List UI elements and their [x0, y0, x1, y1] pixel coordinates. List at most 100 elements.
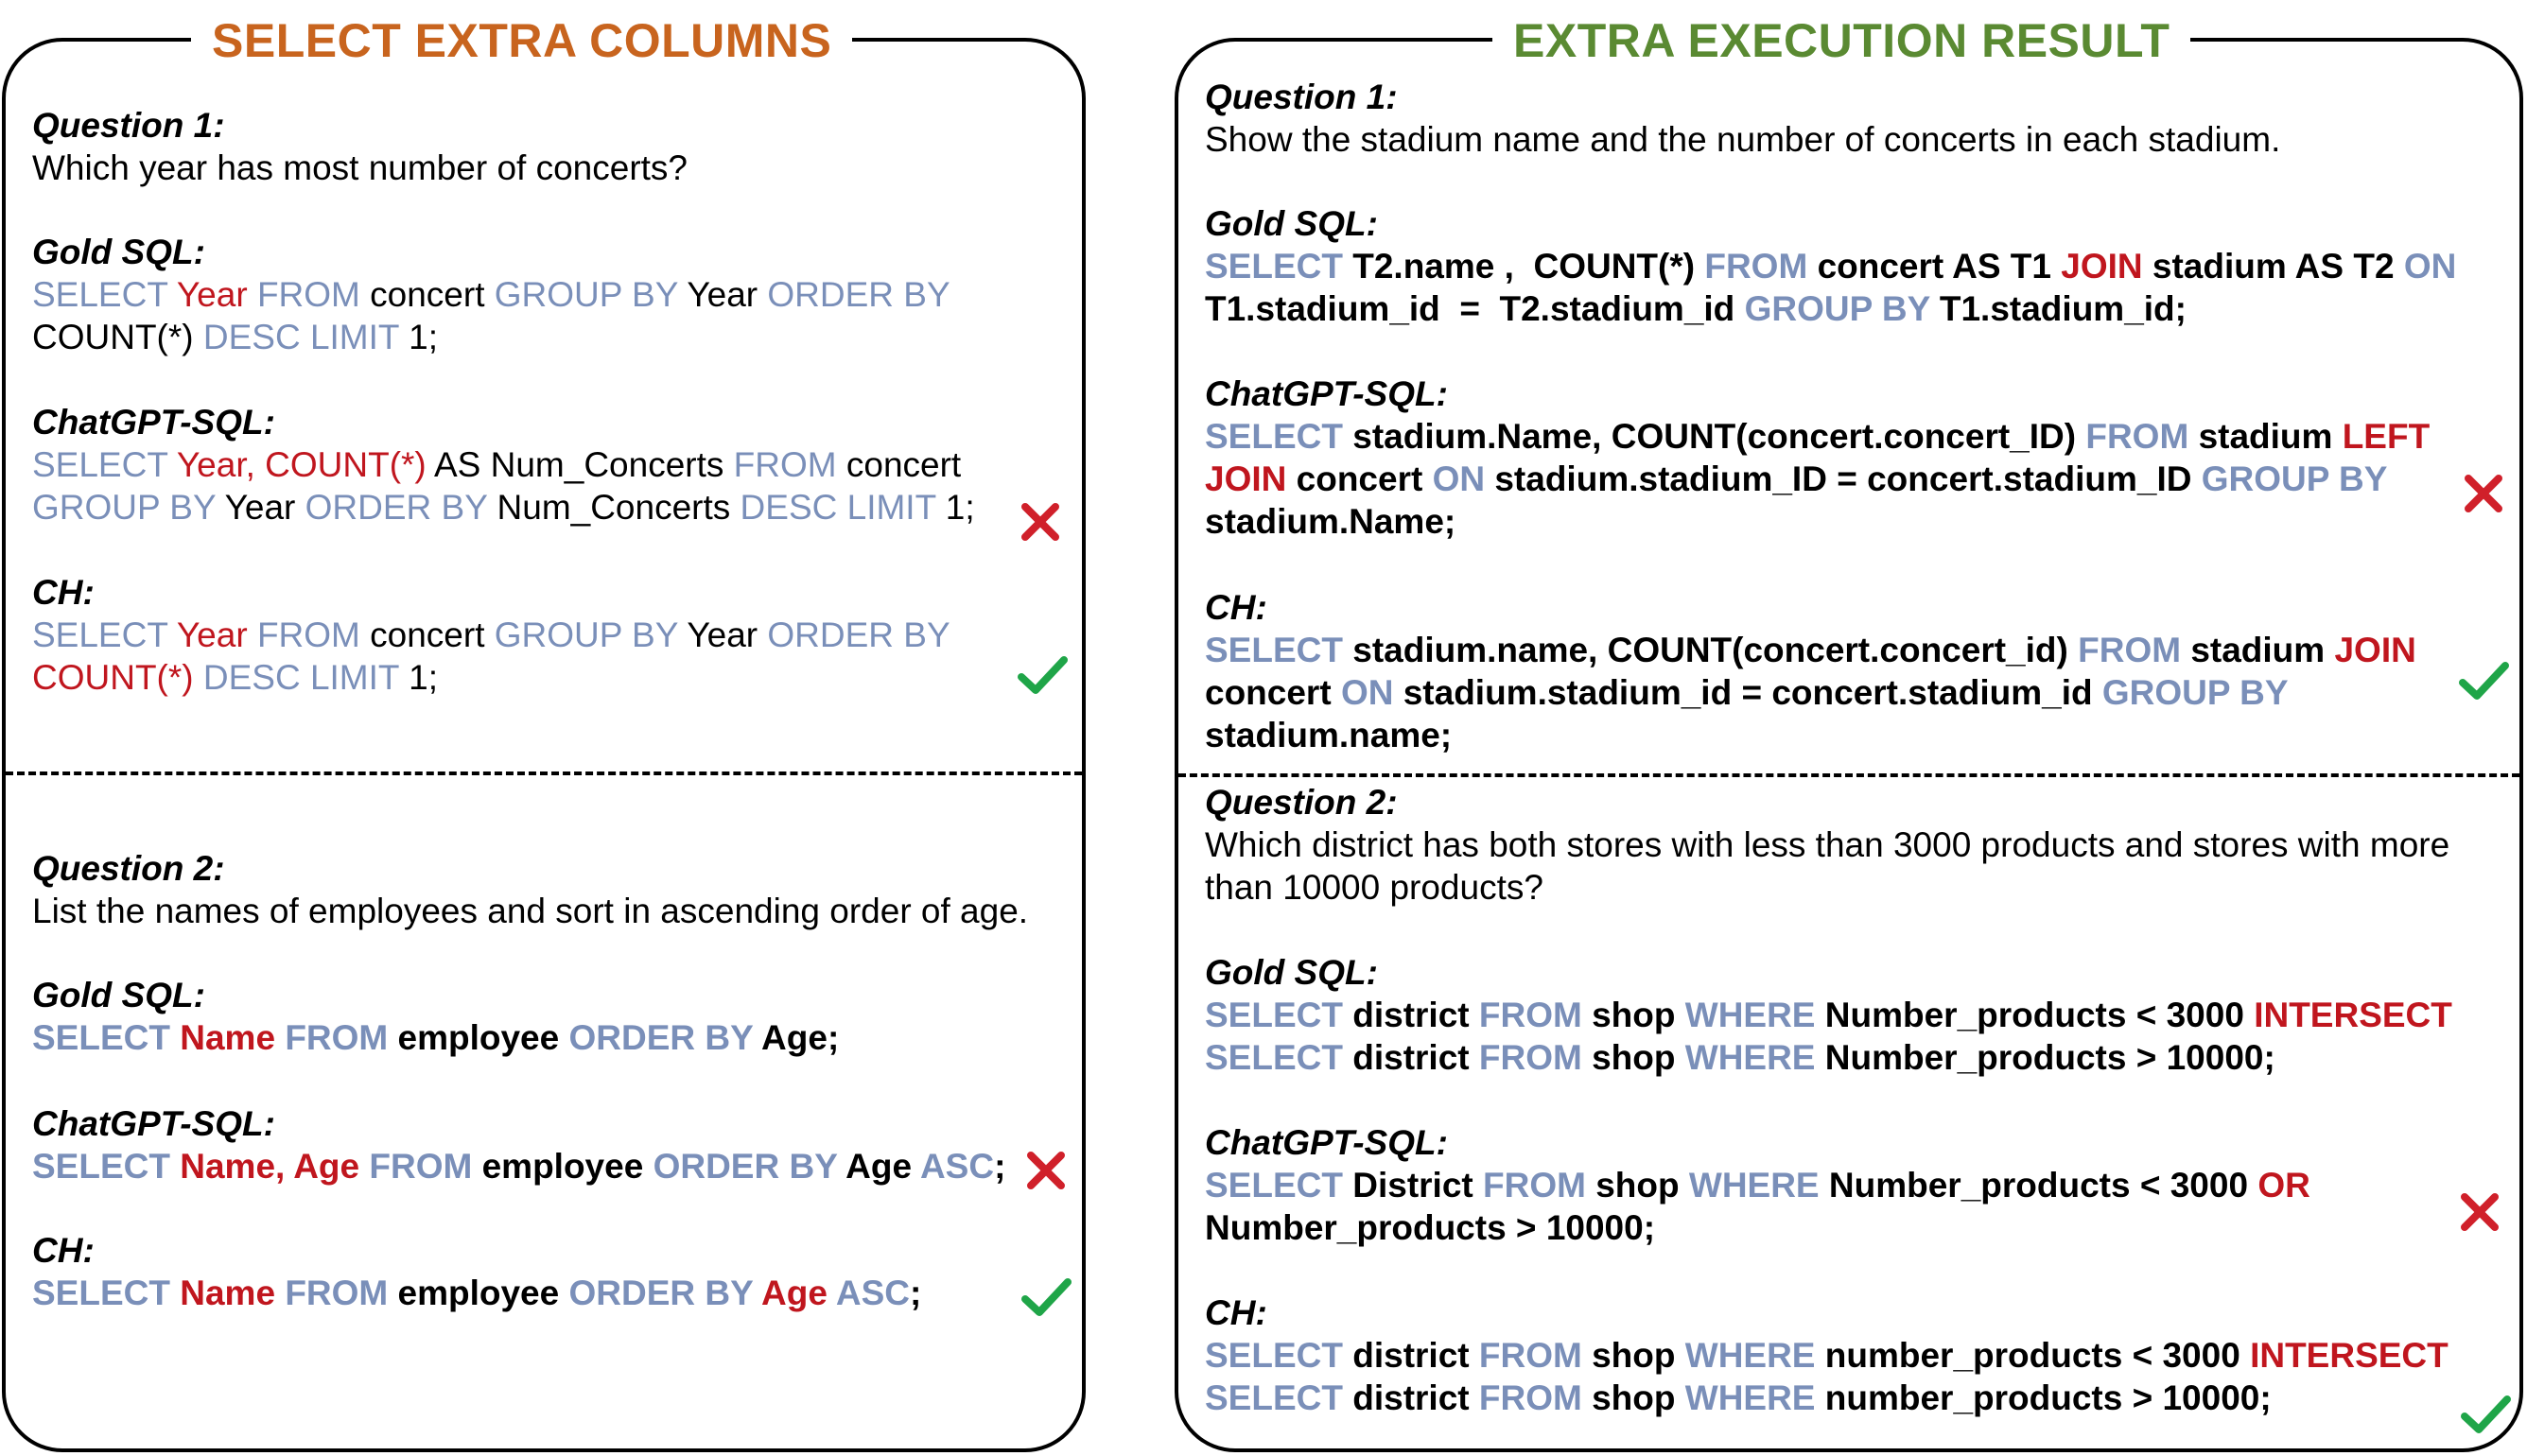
ch-sql-code: SELECT stadium.name, COUNT(concert.conce… [1205, 629, 2510, 756]
sql-text: ; [909, 1274, 922, 1312]
sql-line: JOIN concert ON stadium.stadium_ID = con… [1205, 458, 2510, 500]
sql-line: GROUP BY Year ORDER BY Num_Concerts DESC… [32, 486, 1072, 529]
chatgpt-sql-code: SELECT District FROM shop WHERE Number_p… [1205, 1164, 2510, 1249]
sql-keyword: SELECT [1205, 996, 1353, 1034]
chatgpt-sql-code: SELECT Year, COUNT(*) AS Num_Concerts FR… [32, 443, 1072, 529]
sql-text: 1; [409, 318, 438, 356]
ch-sql-block: CH: SELECT district FROM shop WHERE numb… [1205, 1291, 2510, 1419]
sql-line: SELECT district FROM shop WHERE Number_p… [1205, 1036, 2510, 1079]
sql-keyword: FROM [733, 445, 846, 484]
sql-keyword: SELECT [32, 1274, 181, 1312]
ch-sql-block: CH: SELECT Year FROM concert GROUP BY Ye… [32, 571, 1072, 699]
sql-text: District [1352, 1166, 1484, 1205]
sql-text: number_products > 10000; [1824, 1378, 2272, 1417]
sql-highlight: JOIN [1205, 459, 1297, 498]
sql-highlight: JOIN [2061, 247, 2152, 286]
panel-title: SELECT EXTRA COLUMNS [191, 13, 853, 68]
sql-keyword: SELECT [32, 445, 177, 484]
sql-keyword: GROUP BY [494, 615, 688, 654]
sql-line: SELECT district FROM shop WHERE number_p… [1205, 1334, 2510, 1377]
question-text: List the names of employees and sort in … [32, 890, 1072, 932]
sql-keyword: DESC LIMIT [202, 318, 410, 356]
sql-line: Number_products > 10000; [1205, 1206, 2510, 1249]
question-text: Which district has both stores with less… [1205, 823, 2510, 909]
ch-sql-code: SELECT Name FROM employee ORDER BY Age A… [32, 1272, 1072, 1314]
sql-keyword: SELECT [32, 1018, 181, 1057]
sql-highlight: OR [2257, 1166, 2310, 1205]
chatgpt-sql-label: ChatGPT-SQL: [1205, 1123, 1448, 1162]
sql-keyword: FROM [256, 615, 371, 654]
sql-highlight: Name [180, 1274, 286, 1312]
sql-keyword: ORDER BY [767, 615, 950, 654]
sql-line: COUNT(*) DESC LIMIT 1; [32, 316, 1072, 358]
sql-line: SELECT Year FROM concert GROUP BY Year O… [32, 614, 1072, 656]
sql-keyword: GROUP BY [494, 275, 688, 314]
question-text-line: Show the stadium name and the number of … [1205, 120, 2281, 159]
question-label: Question 1: [1205, 78, 1398, 116]
sql-text: concert [845, 445, 962, 484]
gold-sql-code: SELECT T2.name , COUNT(*) FROM concert A… [1205, 245, 2510, 330]
sql-highlight: Year [176, 275, 257, 314]
sql-keyword: FROM [1478, 1378, 1593, 1417]
sql-text: stadium.name; [1205, 716, 1453, 754]
chatgpt-sql-label: ChatGPT-SQL: [1205, 374, 1448, 413]
sql-keyword: SELECT [1205, 247, 1353, 286]
sql-keyword: FROM [1704, 247, 1818, 286]
gold-sql-block: Gold SQL: SELECT Year FROM concert GROUP… [32, 231, 1072, 358]
question-block: Question 1: Which year has most number o… [32, 104, 1072, 189]
sql-text: stadium AS T2 [2152, 247, 2404, 286]
sql-highlight: LEFT [2342, 417, 2431, 456]
ch-sql-label: CH: [32, 1231, 95, 1270]
sql-text: Number_products > 10000; [1205, 1208, 1656, 1247]
gold-sql-code: SELECT Name FROM employee ORDER BY Age; [32, 1016, 1072, 1059]
sql-line: COUNT(*) DESC LIMIT 1; [32, 656, 1072, 699]
ch-sql-label: CH: [1205, 588, 1267, 627]
check-icon [1014, 647, 1071, 703]
sql-keyword: ON [2403, 247, 2457, 286]
sql-keyword: SELECT [32, 1147, 181, 1186]
sql-keyword: WHERE [1684, 1378, 1825, 1417]
sql-line: SELECT District FROM shop WHERE Number_p… [1205, 1164, 2510, 1206]
chatgpt-sql-block: ChatGPT-SQL: SELECT Name, Age FROM emplo… [32, 1102, 1072, 1187]
sql-text: shop [1592, 1378, 1685, 1417]
sql-text: district [1352, 996, 1479, 1034]
sql-text: shop [1592, 1336, 1685, 1375]
gold-sql-label: Gold SQL: [32, 976, 205, 1014]
sql-keyword: ASC [919, 1147, 995, 1186]
sql-text: Year [224, 488, 305, 527]
gold-sql-code: SELECT Year FROM concert GROUP BY Year O… [32, 273, 1072, 358]
ch-sql-label: CH: [1205, 1293, 1267, 1332]
sql-keyword: GROUP BY [2101, 673, 2289, 712]
section-divider [6, 771, 1082, 775]
ch-sql-code: SELECT district FROM shop WHERE number_p… [1205, 1334, 2510, 1419]
sql-text: shop [1592, 996, 1685, 1034]
chatgpt-sql-block: ChatGPT-SQL: SELECT District FROM shop W… [1205, 1121, 2510, 1249]
question-text-line: Which district has both stores with less… [1205, 825, 2450, 864]
sql-text: shop [1592, 1038, 1685, 1077]
question-text-line: than 10000 products? [1205, 868, 1543, 907]
sql-text: T2.name , COUNT(*) [1352, 247, 1705, 286]
sql-text: stadium [2198, 417, 2343, 456]
sql-keyword: GROUP BY [2201, 459, 2388, 498]
sql-text: district [1352, 1038, 1479, 1077]
sql-keyword: ON [1432, 459, 1495, 498]
sql-text: concert [370, 275, 495, 314]
sql-keyword: FROM [1478, 1038, 1593, 1077]
sql-keyword: FROM [1478, 1336, 1593, 1375]
sql-line: SELECT Name FROM employee ORDER BY Age; [32, 1016, 1072, 1059]
cross-icon [1012, 494, 1069, 550]
chatgpt-sql-label: ChatGPT-SQL: [32, 403, 275, 442]
sql-keyword: ORDER BY [568, 1274, 762, 1312]
sql-text: shop [1595, 1166, 1689, 1205]
sql-keyword: SELECT [32, 275, 177, 314]
question-text: Show the stadium name and the number of … [1205, 118, 2510, 161]
check-icon [2457, 1386, 2514, 1443]
sql-text: ; [994, 1147, 1006, 1186]
sql-highlight: INTERSECT [2254, 996, 2452, 1034]
question-text: Which year has most number of concerts? [32, 147, 1072, 189]
sql-text: T1.stadium_id; [1939, 289, 2187, 328]
sql-highlight: JOIN [2334, 631, 2416, 669]
sql-text: Num_Concerts [497, 488, 741, 527]
sql-keyword: SELECT [1205, 1166, 1353, 1205]
gold-sql-code: SELECT district FROM shop WHERE Number_p… [1205, 994, 2510, 1079]
